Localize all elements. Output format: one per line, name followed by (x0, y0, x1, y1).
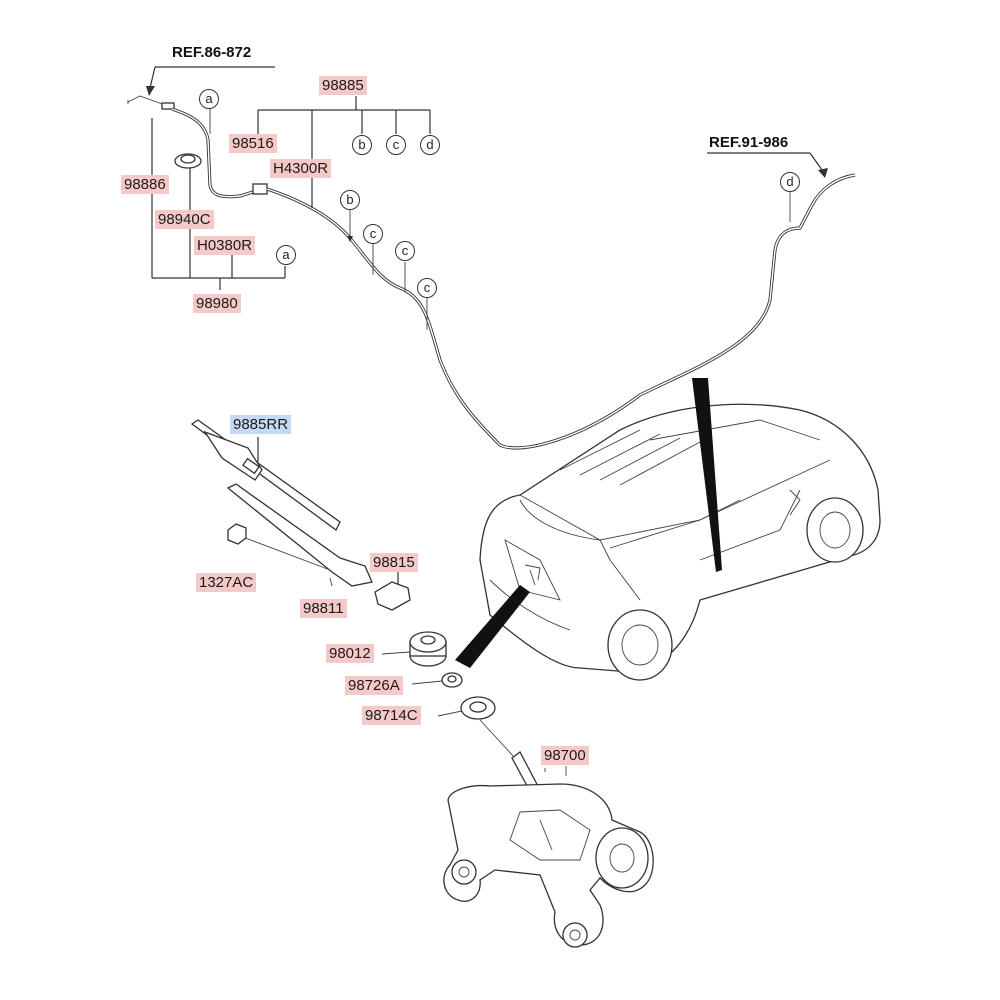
part-label-h4300r: H4300R (270, 159, 332, 178)
washer-hose-main (266, 173, 856, 450)
ref-86-872-label: REF.86-872 (172, 44, 252, 61)
part-label-h0380r: H0380R (194, 236, 256, 255)
part-label-1327ac: 1327AC (196, 573, 257, 592)
part-label-98885: 98885 (319, 76, 367, 95)
callout-leaders (209, 108, 791, 330)
part-label-98012: 98012 (326, 644, 374, 663)
callout-c-hose-2: c (395, 241, 415, 261)
part-label-98940c: 98940C (155, 210, 214, 229)
callout-b-top: b (352, 135, 372, 155)
wiper-motor-98700 (443, 751, 654, 948)
part-label-9885rr: 9885RR (230, 415, 292, 434)
callout-c-hose-1: c (363, 224, 383, 244)
part-label-98700: 98700 (541, 746, 589, 765)
part-label-98815: 98815 (370, 553, 418, 572)
wiper-blade-9885rr (190, 419, 341, 531)
washer-hose-upper (171, 107, 257, 199)
part-label-98886: 98886 (121, 175, 169, 194)
wiper-arm-98811 (226, 483, 373, 587)
nut-98012 (409, 631, 447, 667)
location-pointers (455, 378, 722, 668)
callout-a-bottom: a (276, 245, 296, 265)
washer-nozzle-left (127, 95, 175, 110)
part-label-98811: 98811 (300, 599, 347, 618)
ref-91-986-label: REF.91-986 (709, 134, 789, 151)
cap-98815 (374, 572, 411, 611)
callout-d-top: d (420, 135, 440, 155)
ref-91-986-leader (707, 152, 828, 178)
part-label-98726a: 98726A (345, 676, 403, 695)
callout-b-hose: b (340, 190, 360, 210)
callout-c-top: c (386, 135, 406, 155)
vehicle-outline (479, 403, 881, 681)
part-label-98714c: 98714C (362, 706, 421, 725)
seal-98714c (460, 696, 496, 720)
ref-86-872-leader (146, 66, 275, 96)
part-leaders (329, 577, 516, 759)
washer-98726a (441, 672, 463, 688)
nut-1327ac (227, 523, 247, 545)
callout-d-hose: d (780, 172, 800, 192)
callout-a-top: a (199, 89, 219, 109)
part-label-98980: 98980 (193, 294, 241, 313)
part-label-98516: 98516 (229, 134, 277, 153)
callout-c-hose-3: c (417, 278, 437, 298)
connector-98516 (252, 183, 268, 195)
grommet-98940c (174, 153, 202, 169)
